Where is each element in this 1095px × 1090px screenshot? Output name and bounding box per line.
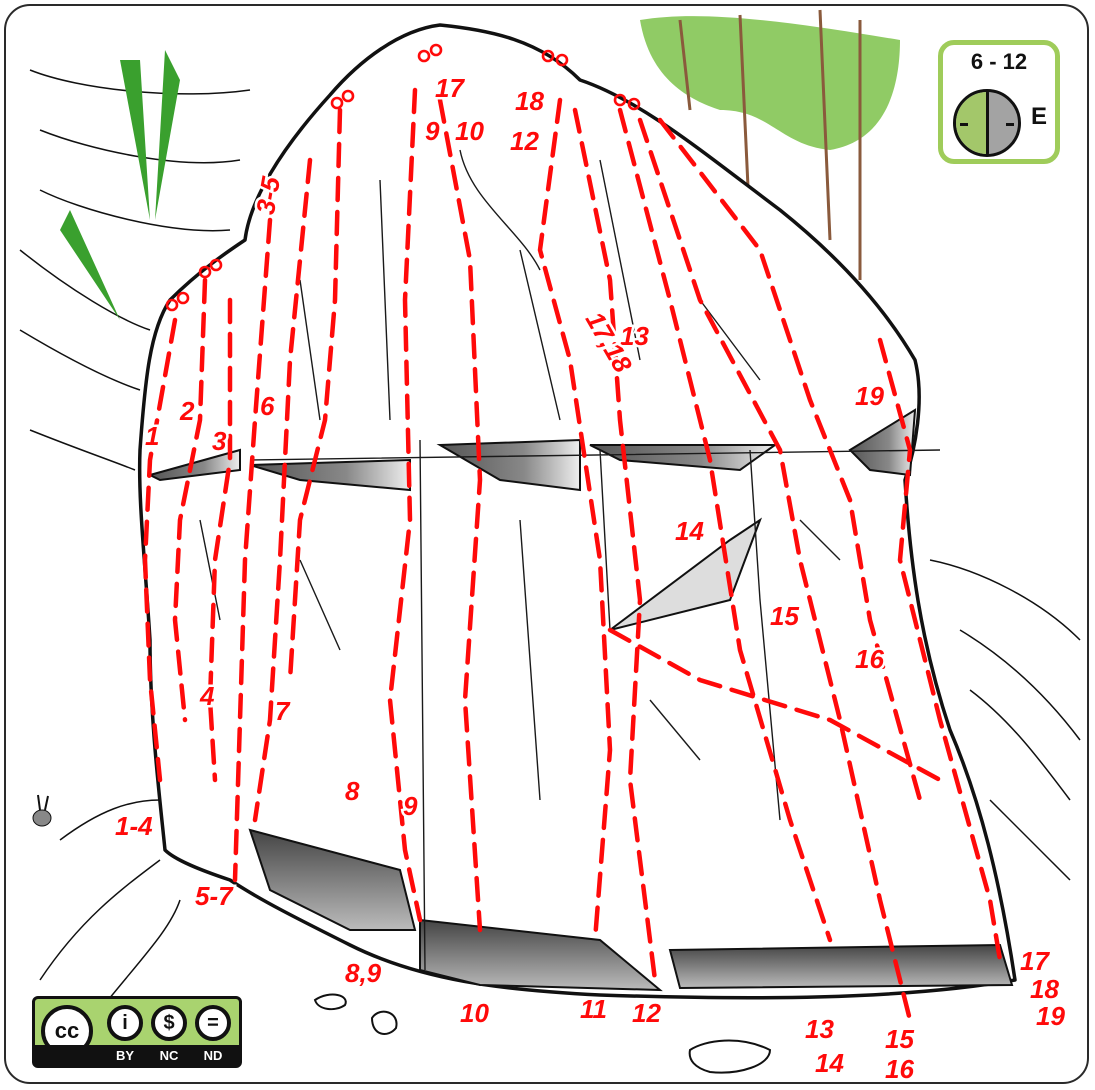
route-label: 15 [885,1024,914,1054]
route-label: 10 [455,116,484,146]
route-label: 7 [275,696,291,726]
route-label: 4 [199,681,215,711]
orientation-label: E [1031,103,1047,131]
route-label: 10 [460,998,489,1028]
grade-range: 6 - 12 [943,49,1055,75]
route-label: 9 [403,791,418,821]
stones [315,995,770,1073]
route-label: 2 [179,396,195,426]
route-label: 13 [805,1014,834,1044]
nc-icon: $ [151,1005,187,1041]
tag-nc: NC [149,1048,189,1063]
route-label: 12 [632,998,661,1028]
route-label: 18 [515,86,544,116]
route-label: 8,9 [345,958,382,988]
nd-icon: = [195,1005,231,1041]
route-label: 17 [435,73,465,103]
route-label: 18 [1030,974,1059,1004]
route-label: 19 [855,381,884,411]
tag-nd: ND [193,1048,233,1063]
route-label: 16 [885,1054,914,1084]
route-label: 8 [345,776,360,806]
route-label: 12 [510,126,539,156]
route-label: 14 [815,1048,844,1078]
route-label: 1 [145,421,159,451]
by-icon: i [107,1005,143,1041]
route-label: 15 [770,601,799,631]
sun-dial-icon [953,89,1021,157]
route-label: 9 [425,116,440,146]
route-label: 16 [855,644,884,674]
cc-license-badge: cc i $ = BY NC ND [32,996,242,1068]
tag-by: BY [105,1048,145,1063]
route-label: 14 [675,516,704,546]
rabbit-icon [33,795,51,826]
boulder [140,25,1015,998]
aspect-badge: 6 - 12 E [938,40,1060,164]
route-label: 6 [260,391,275,421]
route-label: 11 [580,994,607,1024]
route-label: 19 [1036,1001,1065,1031]
route-label: 1-4 [115,811,153,841]
route-label: 5-7 [195,881,234,911]
route-label: 17 [1020,946,1050,976]
route-label: 3 [212,426,227,456]
